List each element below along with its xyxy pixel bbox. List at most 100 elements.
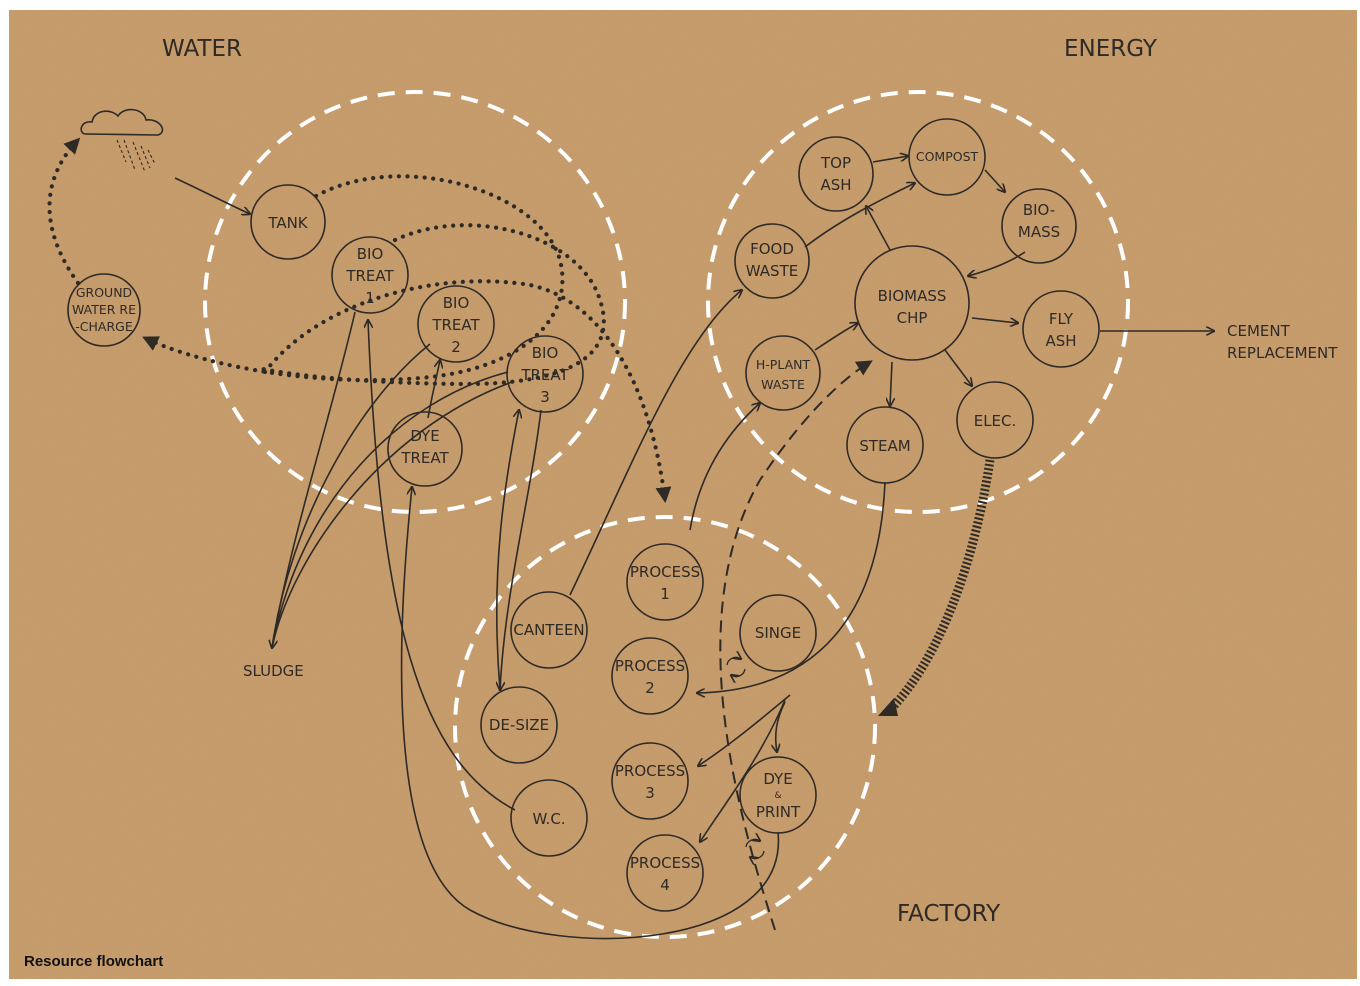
node-food-waste-label-1: FOOD bbox=[750, 240, 794, 258]
flow-biotreat3-sludge bbox=[271, 371, 509, 649]
dotted-flow-biotreat2-process1 bbox=[262, 279, 672, 504]
node-biomass-chp-label-1: BIOMASS bbox=[878, 287, 947, 305]
node-top-ash-label-1: TOP bbox=[820, 154, 851, 172]
node-process-3-label-2: 3 bbox=[645, 784, 655, 802]
node-de-size-label: DE-SIZE bbox=[489, 716, 549, 734]
node-canteen-label: CANTEEN bbox=[513, 621, 584, 639]
flow-dyeprint-dyetreat bbox=[400, 487, 779, 940]
flow-biotreat3-desize bbox=[500, 409, 542, 690]
node-bio-treat-1-label-1: BIO bbox=[357, 245, 384, 263]
flow-steam-process3 bbox=[698, 694, 791, 766]
node-process-2: PROCESS 2 bbox=[611, 637, 689, 715]
node-ground-water-label-3: -CHARGE bbox=[75, 319, 133, 334]
node-dye-treat-label-2: TREAT bbox=[400, 449, 449, 467]
flow-chp-flyash bbox=[971, 317, 1018, 323]
sludge-label: SLUDGE bbox=[243, 662, 304, 680]
water-zone-title: WATER bbox=[162, 36, 242, 62]
node-compost-label: COMPOST bbox=[916, 149, 979, 164]
node-bio-treat-2-label-2: TREAT bbox=[431, 316, 480, 334]
flow-chp-elec bbox=[944, 349, 972, 386]
cement-replacement-label-2: REPLACEMENT bbox=[1227, 344, 1338, 362]
node-process-1-label-1: PROCESS bbox=[630, 563, 700, 581]
dotted-flow-groundwater-cloud bbox=[47, 137, 81, 286]
node-dye-treat: DYE TREAT bbox=[387, 411, 463, 487]
node-process-4: PROCESS 4 bbox=[626, 834, 704, 912]
node-dye-print-label-3: PRINT bbox=[756, 803, 801, 821]
flow-chp-steam bbox=[890, 361, 892, 406]
node-fly-ash-label-2: ASH bbox=[1045, 332, 1076, 350]
node-bio-mass: BIO- MASS bbox=[1001, 188, 1077, 264]
node-process-1-label-2: 1 bbox=[660, 585, 670, 603]
flow-steam-process4 bbox=[700, 699, 786, 842]
node-steam: STEAM bbox=[846, 406, 924, 484]
node-steam-label: STEAM bbox=[859, 437, 910, 455]
node-process-2-label-2: 2 bbox=[645, 679, 655, 697]
flow-topash-compost bbox=[872, 156, 908, 163]
node-h-plant-waste-label-1: H-PLANT bbox=[756, 357, 811, 372]
node-fly-ash: FLY ASH bbox=[1022, 290, 1100, 368]
flow-desize-biotreat3 bbox=[495, 410, 519, 691]
node-food-waste: FOOD WASTE bbox=[734, 223, 810, 299]
flow-chp-topash bbox=[866, 206, 891, 251]
node-canteen: CANTEEN bbox=[510, 591, 588, 669]
recycle-arrows-icon bbox=[745, 839, 765, 858]
node-process-3: PROCESS 3 bbox=[611, 742, 689, 820]
node-dye-print-label-2: & bbox=[774, 791, 781, 801]
node-top-ash: TOP ASH bbox=[798, 136, 874, 212]
flow-canteen-foodwaste bbox=[569, 290, 742, 596]
node-ground-water-label-1: GROUND bbox=[76, 285, 132, 300]
node-bio-treat-3: BIO TREAT 3 bbox=[506, 335, 584, 413]
flow-wc-biotreat1 bbox=[368, 320, 516, 811]
node-bio-treat-1-label-2: TREAT bbox=[345, 267, 394, 285]
cement-replacement-label-1: CEMENT bbox=[1227, 322, 1291, 340]
flow-rain-tank bbox=[174, 177, 250, 214]
node-fly-ash-label-1: FLY bbox=[1049, 310, 1074, 328]
flow-biotreat2-sludge bbox=[271, 343, 431, 649]
flow-steam-dyeprint bbox=[776, 701, 786, 752]
node-process-4-label-2: 4 bbox=[660, 876, 670, 894]
node-bio-treat-3-label-3: 3 bbox=[540, 388, 550, 406]
node-wc: W.C. bbox=[510, 779, 588, 857]
node-bio-treat-2-label-3: 2 bbox=[451, 338, 461, 356]
dashed-flow-factory-chp bbox=[719, 360, 873, 931]
node-bio-treat-2-label-1: BIO bbox=[443, 294, 470, 312]
factory-zone bbox=[453, 515, 877, 939]
node-bio-treat-1: BIO TREAT 1 bbox=[331, 236, 409, 314]
node-dye-print: DYE & PRINT bbox=[739, 756, 817, 834]
dotted-flow-biotreat1-loop bbox=[255, 223, 606, 387]
flow-biotreat3-sludge-b bbox=[271, 381, 513, 649]
flow-biomass-chp bbox=[968, 251, 1026, 276]
node-dye-treat-label-1: DYE bbox=[410, 427, 439, 445]
node-dye-print-label-1: DYE bbox=[763, 770, 792, 788]
node-biomass-chp-label-2: CHP bbox=[897, 309, 928, 327]
node-wc-label: W.C. bbox=[532, 810, 565, 828]
energy-zone bbox=[706, 90, 1130, 514]
node-bio-mass-label-2: MASS bbox=[1018, 223, 1060, 241]
node-compost: COMPOST bbox=[908, 118, 986, 196]
hatched-flow-elec-arrowhead bbox=[878, 698, 898, 716]
flow-process1-hplant bbox=[689, 403, 760, 531]
node-elec: ELEC. bbox=[956, 381, 1034, 459]
flow-compost-biomass bbox=[984, 169, 1005, 192]
node-h-plant-waste-label-2: WASTE bbox=[761, 377, 805, 392]
node-process-2-label-1: PROCESS bbox=[615, 657, 685, 675]
node-process-4-label-1: PROCESS bbox=[630, 854, 700, 872]
node-food-waste-label-2: WASTE bbox=[746, 262, 798, 280]
node-bio-mass-label-1: BIO- bbox=[1023, 201, 1055, 219]
node-singe-label: SINGE bbox=[755, 624, 801, 642]
dotted-flow-tank-loop bbox=[142, 174, 565, 383]
water-zone bbox=[203, 90, 627, 514]
rain-cloud-icon bbox=[80, 108, 164, 173]
node-singe: SINGE bbox=[739, 594, 817, 672]
node-bio-treat-3-label-2: TREAT bbox=[520, 366, 569, 384]
node-bio-treat-3-label-1: BIO bbox=[532, 344, 559, 362]
node-bio-treat-1-label-3: 1 bbox=[365, 289, 375, 307]
node-tank: TANK bbox=[250, 184, 326, 260]
node-top-ash-label-2: ASH bbox=[820, 176, 851, 194]
flow-steam-process2 bbox=[697, 481, 886, 693]
node-process-1: PROCESS 1 bbox=[626, 543, 704, 621]
node-h-plant-waste: H-PLANT WASTE bbox=[745, 335, 821, 411]
node-ground-water-recharge: GROUND WATER RE -CHARGE bbox=[67, 273, 141, 347]
node-biomass-chp: BIOMASS CHP bbox=[854, 245, 970, 361]
